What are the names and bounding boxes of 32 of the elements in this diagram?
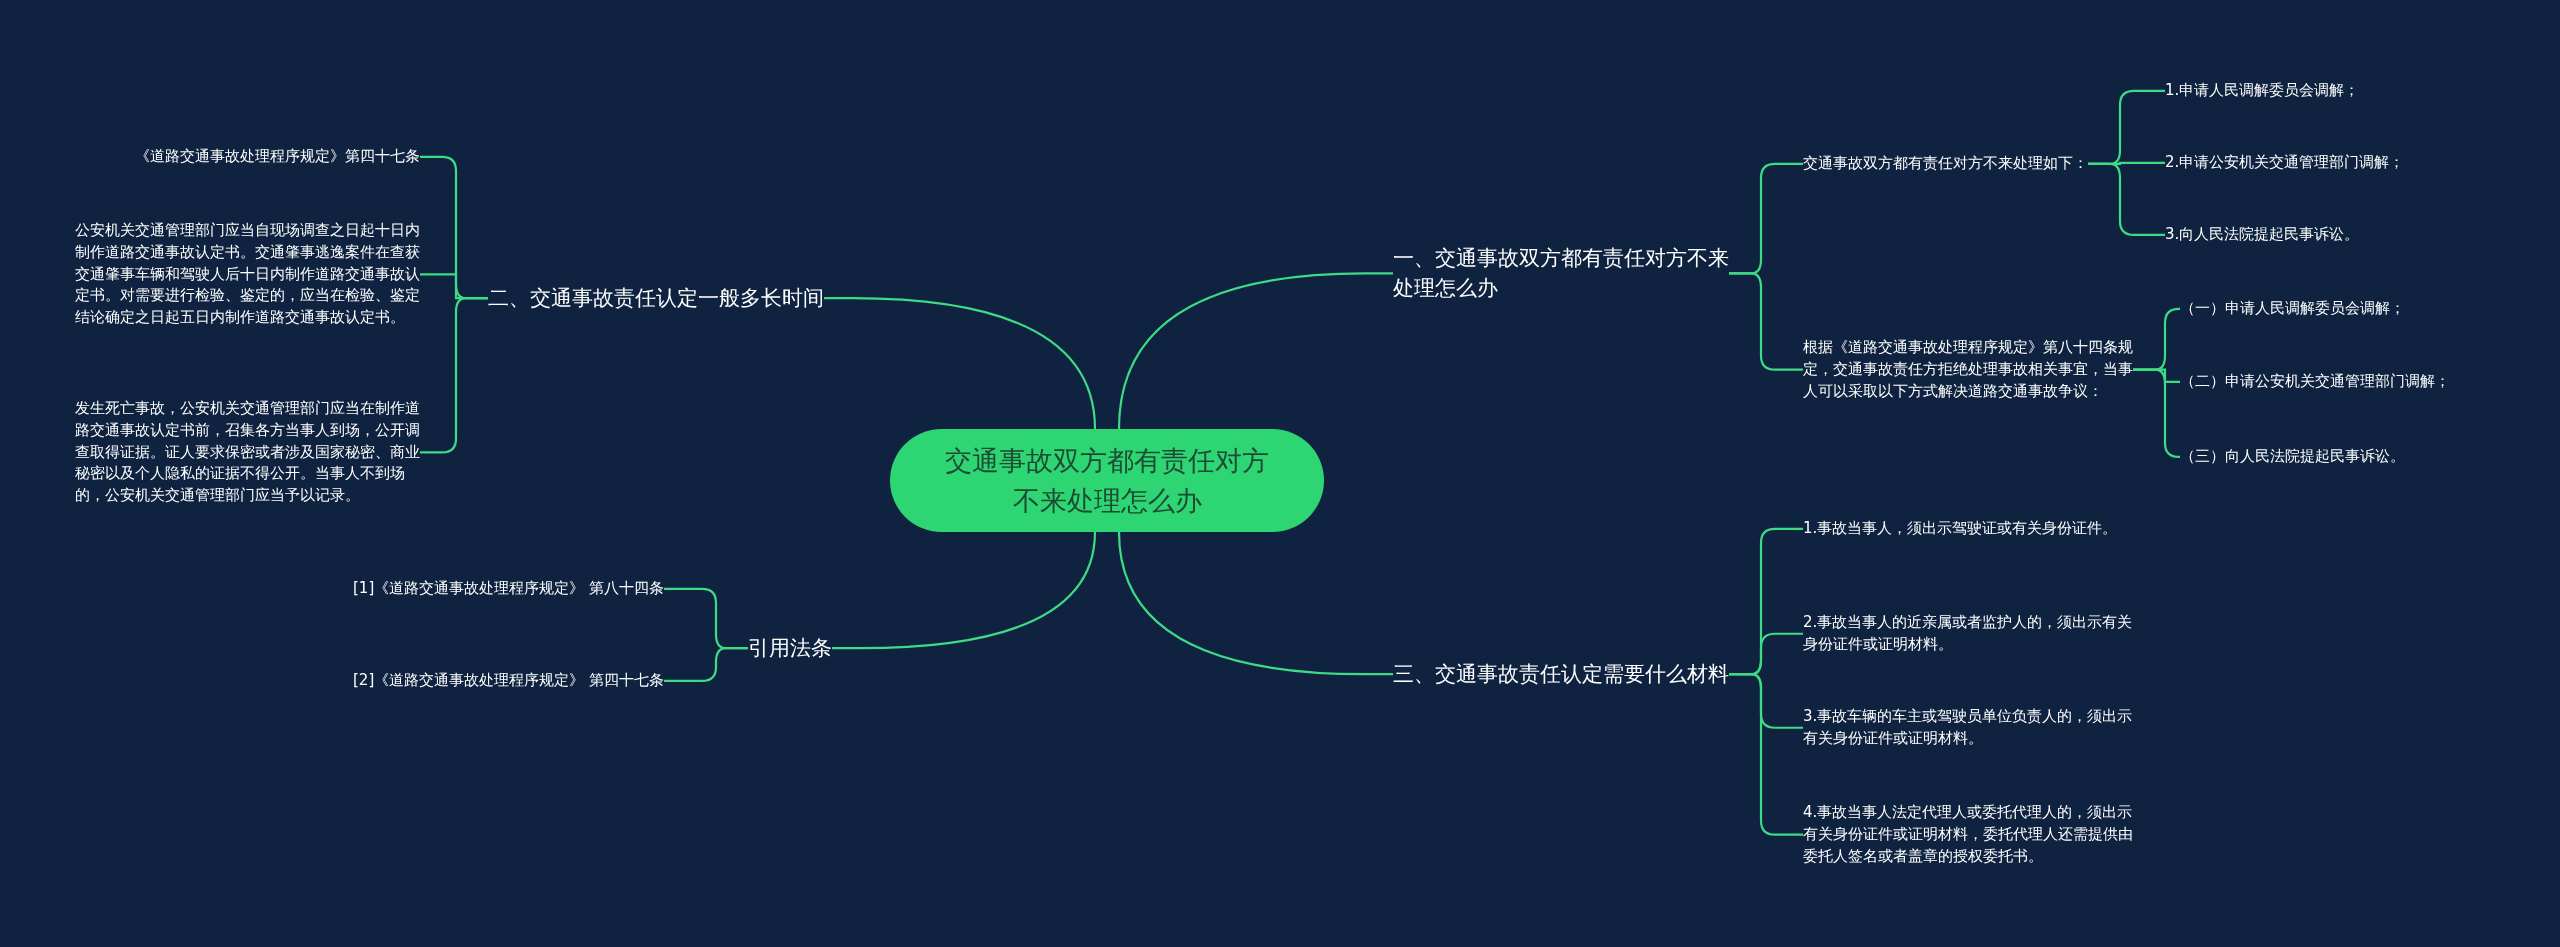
topic-text: 引用法条 — [748, 633, 848, 664]
subtopic-text: 交通事故双方都有责任对方不来处理如下： — [1803, 153, 2123, 175]
subtopic-text: （三）向人民法院提起民事诉讼。 — [2180, 446, 2550, 468]
connector-line — [420, 297, 488, 454]
subtopic-text: 2.申请公安机关交通管理部门调解； — [2165, 152, 2505, 174]
connector-line — [2133, 368, 2181, 458]
subtopic-text: 1.申请人民调解委员会调解； — [2165, 80, 2505, 102]
connector-line — [824, 297, 1097, 430]
connector-line — [1729, 272, 1803, 371]
topic-text: 二、交通事故责任认定一般多长时间 — [488, 283, 828, 314]
subtopic-text: 1.事故当事人，须出示驾驶证或有关身份证件。 — [1803, 518, 2143, 540]
subtopic-text: 公安机关交通管理部门应当自现场调查之日起十日内制作道路交通事故认定书。交通肇事逃逸案件在查获交通肇事车辆和驾驶人后十日内制作道路交通事故认定书。对需要进行检验、鉴定的，应当在检验、鉴定结论确定之日起五日内制作道路交通事故认定书。 — [75, 220, 420, 329]
subtopic-text: 发生死亡事故，公安机关交通管理部门应当在制作道路交通事故认定书前，召集各方当事人到场，公开调查取得证据。证人要求保密或者涉及国家秘密、商业秘密以及个人隐私的证据不得公开。当事人不到场的，公安机关交通管理部门应当予以记录。 — [75, 398, 420, 507]
subtopic-text: [1]《道路交通事故处理程序规定》 第八十四条 — [353, 578, 693, 600]
connector-line — [1117, 272, 1393, 430]
subtopic-text: （一）申请人民调解委员会调解； — [2180, 298, 2550, 320]
subtopic-text: （二）申请公安机关交通管理部门调解； — [2180, 371, 2550, 393]
topic-text: 一、交通事故双方都有责任对方不来处理怎么办 — [1393, 243, 1733, 304]
topic-text: 三、交通事故责任认定需要什么材料 — [1393, 659, 1733, 690]
subtopic-text: [2]《道路交通事故处理程序规定》 第四十七条 — [353, 670, 693, 692]
connector-line — [832, 531, 1097, 650]
subtopic-text: 3.向人民法院提起民事诉讼。 — [2165, 224, 2505, 246]
subtopic-text: 根据《道路交通事故处理程序规定》第八十四条规定，交通事故责任方拒绝处理事故相关事宜，当事人可以采取以下方式解决道路交通事故争议： — [1803, 337, 2143, 403]
subtopic-text: 3.事故车辆的车主或驾驶员单位负责人的，须出示有关身份证件或证明材料。 — [1803, 706, 2143, 750]
connector-line — [664, 647, 748, 682]
subtopic-text: 2.事故当事人的近亲属或者监护人的，须出示有关身份证件或证明材料。 — [1803, 612, 2143, 656]
subtopic-text: 《道路交通事故处理程序规定》第四十七条 — [75, 146, 420, 168]
connector-line — [2088, 162, 2165, 236]
connector-line — [1729, 673, 1803, 836]
central-topic: 交通事故双方都有责任对方不来处理怎么办 — [890, 429, 1324, 532]
connector-line — [1117, 531, 1393, 676]
subtopic-text: 4.事故当事人法定代理人或委托代理人的，须出示有关身份证件或证明材料，委托代理人还需提供由委托人签名或者盖章的授权委托书。 — [1803, 802, 2143, 868]
